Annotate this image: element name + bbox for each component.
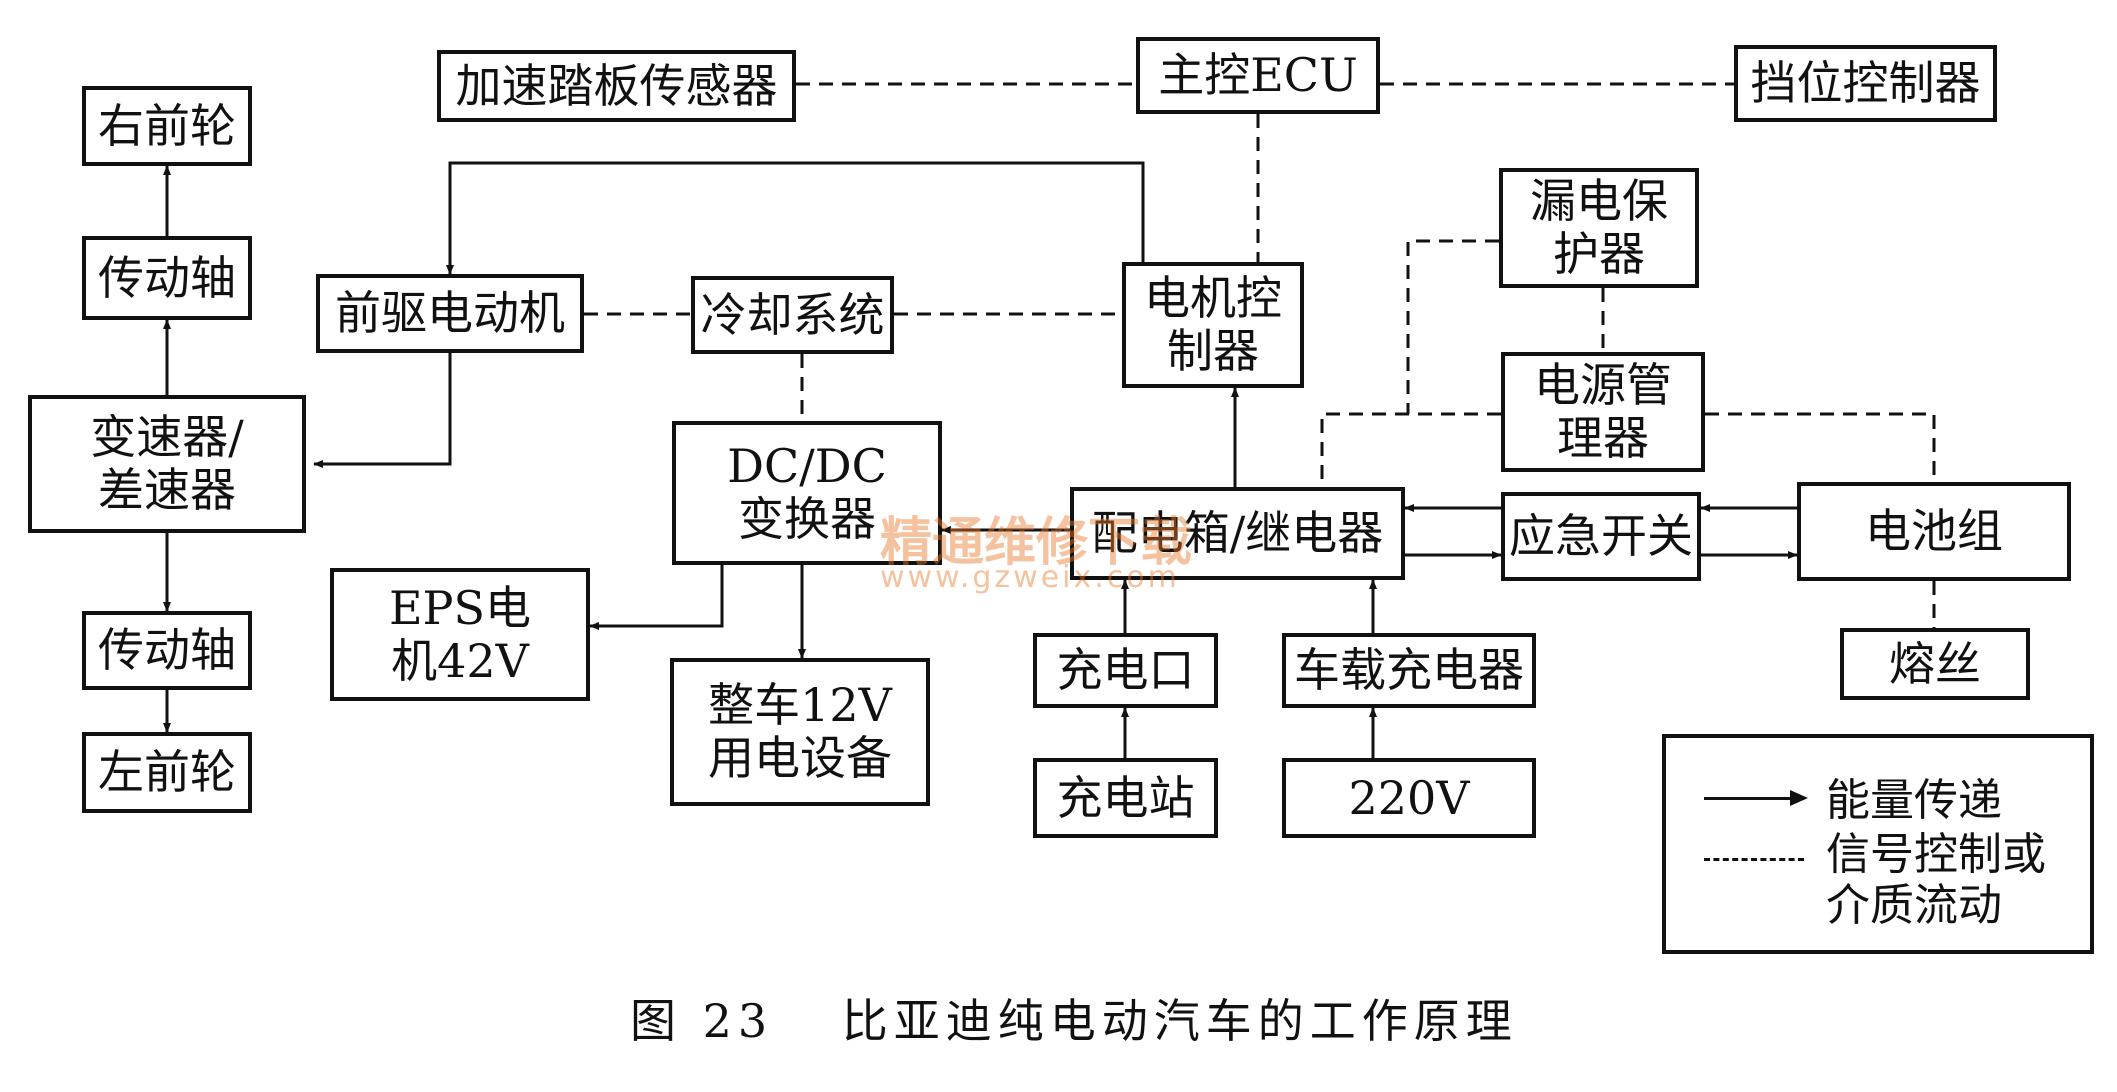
motor-controller-label-line1: 电机控: [1144, 271, 1282, 326]
gearbox-label-line2: 差速器: [98, 463, 236, 517]
mains-220v-label: 220V: [1348, 770, 1470, 825]
legend-row-signal: 信号控制或 介质流动: [1666, 829, 2046, 931]
gear-controller-box: 挡位控制器: [1734, 45, 1997, 122]
cooling-system-box: 冷却系统: [691, 276, 894, 354]
dcdc-converter-box: DC/DC 变换器: [672, 421, 942, 565]
onboard-charger-label: 车载充电器: [1294, 643, 1524, 698]
charge-port-label: 充电口: [1056, 643, 1195, 698]
drive-shaft-bottom-label: 传动轴: [98, 623, 236, 678]
charge-port-box: 充电口: [1033, 633, 1218, 708]
accel-pedal-sensor-box: 加速踏板传感器: [437, 50, 796, 122]
legend-signal-label-line2: 介质流动: [1826, 879, 2002, 931]
left-front-wheel-box: 左前轮: [82, 732, 252, 813]
dashed-line-icon: [1704, 858, 1804, 867]
power-manager-box: 电源管 理器: [1501, 352, 1705, 472]
front-motor-box: 前驱电动机: [316, 274, 584, 353]
gearbox-differential-box: 变速器/ 差速器: [28, 395, 306, 533]
mains-220v-box: 220V: [1282, 758, 1536, 838]
motor-controller-box: 电机控 制器: [1122, 262, 1304, 388]
legend-energy-label: 能量传递: [1826, 775, 2002, 826]
left-front-wheel-label: 左前轮: [98, 745, 236, 800]
leak-protector-box: 漏电保 护器: [1499, 168, 1699, 288]
right-front-wheel-box: 右前轮: [82, 86, 252, 166]
arrow-front-motor-to-gearbox: [313, 353, 452, 468]
distribution-box-label: 配电箱/继电器: [1091, 506, 1384, 561]
drive-shaft-bottom-box: 传动轴: [82, 611, 252, 690]
figure-number: 图 23: [630, 994, 774, 1048]
charge-station-label: 充电站: [1056, 770, 1195, 825]
cooling-system-label: 冷却系统: [700, 287, 885, 342]
fuse-label: 熔丝: [1889, 636, 1981, 691]
dashed-power-manager-to-battery: [1705, 412, 1936, 482]
distribution-box-relay: 配电箱/继电器: [1070, 487, 1405, 580]
main-ecu-label: 主控ECU: [1158, 48, 1358, 103]
figure-caption: 图 23 比亚迪纯电动汽车的工作原理: [630, 985, 1518, 1051]
front-motor-label: 前驱电动机: [335, 286, 565, 341]
emergency-switch-box: 应急开关: [1501, 492, 1701, 581]
leak-protector-label-line1: 漏电保: [1530, 174, 1668, 229]
dcdc-label-line2: 变换器: [738, 492, 876, 546]
eps-motor-label-line2: 机42V: [391, 633, 529, 688]
main-ecu-box: 主控ECU: [1136, 37, 1380, 114]
legend-signal-label-line1: 信号控制或: [1826, 829, 2046, 880]
legend: 能量传递 信号控制或 介质流动: [1662, 734, 2094, 954]
vehicle-12v-label-line2: 用电设备: [708, 731, 892, 785]
solid-arrow-icon: [1704, 789, 1808, 806]
fuse-box: 熔丝: [1840, 628, 2030, 700]
leak-protector-label-line2: 护器: [1553, 227, 1645, 281]
charge-station-box: 充电站: [1033, 758, 1218, 838]
dashed-leak-to-distribution: [1406, 239, 1499, 414]
arrow-motor-controller-to-front-motor: [446, 161, 1145, 275]
drive-shaft-top-label: 传动轴: [98, 250, 236, 305]
dashed-power-manager-to-distribution: [1320, 412, 1501, 487]
power-manager-label-line2: 理器: [1557, 411, 1649, 465]
watermark-url: www.gzweix.com: [880, 560, 1180, 595]
eps-motor-label-line1: EPS电: [388, 580, 532, 635]
legend-row-energy: 能量传递: [1666, 775, 2002, 827]
vehicle-12v-label-line1: 整车12V: [708, 678, 892, 733]
dcdc-label-line1: DC/DC: [727, 439, 887, 494]
legend-signal-label: 信号控制或 介质流动: [1826, 829, 2046, 931]
vehicle-12v-devices-box: 整车12V 用电设备: [670, 658, 930, 806]
battery-pack-box: 电池组: [1797, 482, 2071, 581]
eps-motor-box: EPS电 机42V: [330, 568, 590, 701]
figure-title: 比亚迪纯电动汽车的工作原理: [841, 994, 1518, 1048]
drive-shaft-top-box: 传动轴: [82, 236, 252, 320]
onboard-charger-box: 车载充电器: [1282, 633, 1536, 708]
emergency-switch-label: 应急开关: [1509, 509, 1693, 564]
battery-pack-label: 电池组: [1865, 504, 2003, 559]
power-manager-label-line1: 电源管: [1534, 358, 1672, 413]
gear-controller-label: 挡位控制器: [1750, 56, 1981, 111]
watermark-text: 精通维修下载: [880, 513, 1193, 573]
gearbox-label-line1: 变速器/: [90, 410, 244, 465]
right-front-wheel-label: 右前轮: [98, 98, 236, 153]
arrow-dcdc-to-eps: [589, 565, 724, 630]
motor-controller-label-line2: 制器: [1167, 324, 1259, 378]
accel-pedal-sensor-label: 加速踏板传感器: [455, 58, 778, 113]
